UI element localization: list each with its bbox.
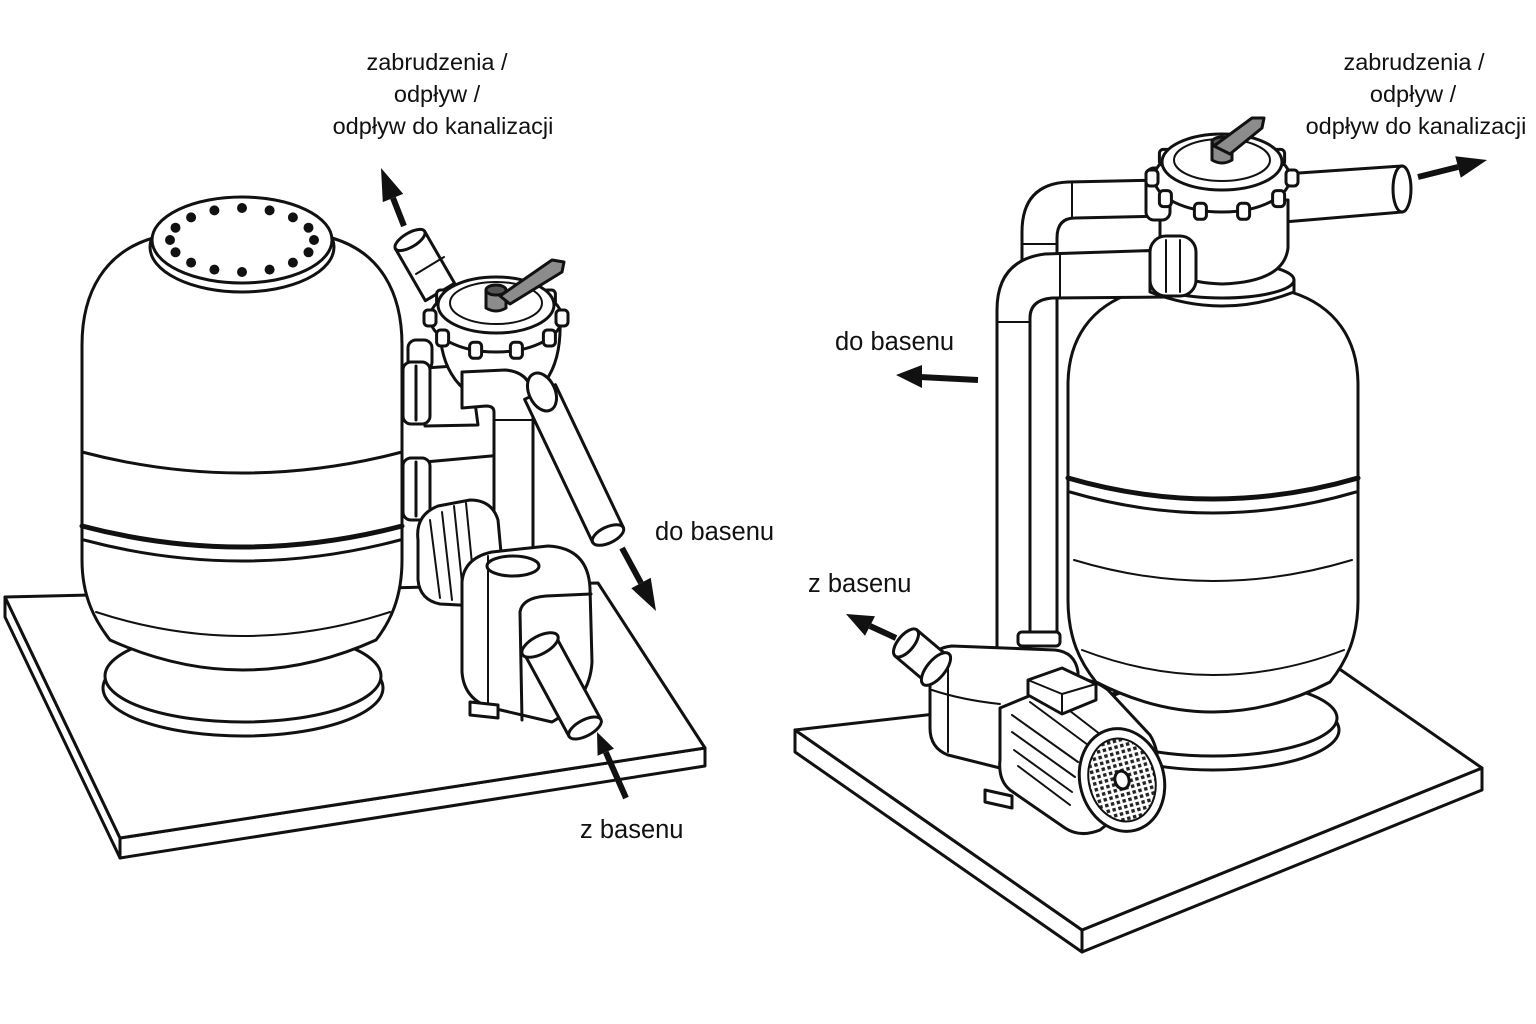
right-labels: zabrudzenia / odpływ / odpływ do kanaliz… [808,49,1526,598]
right-drain-arrow [1417,156,1487,180]
left-pump [416,498,594,724]
left-to-pool-arrow [619,546,656,611]
right-drain-label-line-2: odpływ / [1370,81,1457,107]
left-filter-assembly: zabrudzenia / odpływ / odpływ do kanaliz… [3,49,774,860]
left-tank-unions [401,338,434,522]
left-drain-pipe [393,227,457,303]
right-motor-terminal-box [1026,666,1098,716]
left-to-pool-pipe [523,371,626,547]
right-valve-handle [1212,116,1266,156]
left-drain-arrow [381,168,407,228]
right-drain-label-line-3: odpływ do kanalizacji [1306,113,1527,139]
right-to-pool-arrow [896,365,979,388]
right-to-pool-label: do basenu [835,328,954,356]
left-from-pool-inlet-pipe [520,631,603,741]
right-from-pool-arrow [846,614,898,641]
left-tank-lid [148,195,336,294]
right-from-pool-label: z basenu [808,570,912,598]
right-drain-pipe [1282,164,1413,224]
right-multiport-valve [1144,116,1300,308]
left-valve-handle [498,258,566,306]
left-lid-bolt-holes [165,203,319,277]
right-drain-label-line-1: zabrudzenia / [1343,49,1485,75]
left-drain-label-line-3: odpływ do kanalizacji [333,113,554,139]
left-sand-filter-tank [79,195,405,738]
left-drain-label-line-2: odpływ / [394,81,481,107]
right-filter-assembly: zabrudzenia / odpływ / odpływ do kanaliz… [793,49,1526,954]
left-from-pool-label: z basenu [580,816,684,844]
left-drain-label-line-1: zabrudzenia / [366,49,508,75]
right-pump-motor [998,666,1167,835]
right-pump [928,644,1167,835]
right-from-pool-inlet-pipe [892,627,953,687]
left-from-pool-arrow [597,732,629,800]
right-motor-fan-cover [1077,727,1167,833]
left-to-pool-label: do basenu [655,518,774,546]
left-labels: zabrudzenia / odpływ / odpływ do kanaliz… [333,49,774,844]
